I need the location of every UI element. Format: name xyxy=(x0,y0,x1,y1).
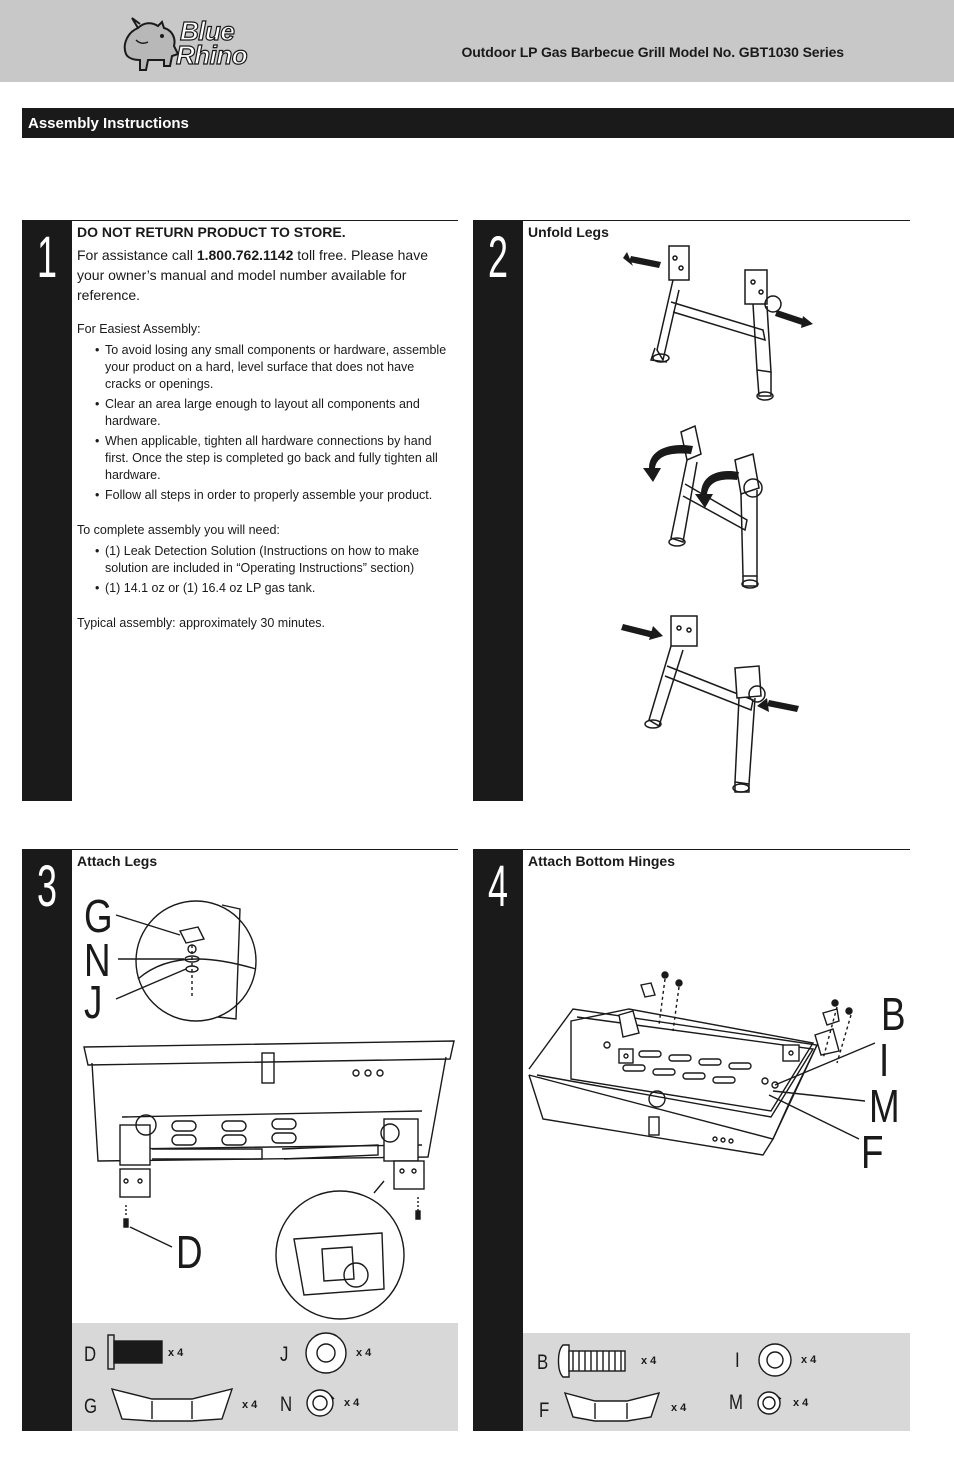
detail-circle xyxy=(275,1190,405,1320)
need-list: (1) Leak Detection Solution (Instruction… xyxy=(77,543,452,597)
hardware-letter: J xyxy=(280,1343,289,1366)
step-title: Attach Legs xyxy=(77,853,158,869)
hardware-qty: x 4 xyxy=(801,1354,817,1366)
arrow-left-icon xyxy=(629,256,661,268)
step-number-block: 2 xyxy=(473,220,523,801)
bolt-b-icon xyxy=(557,1344,626,1378)
wing-nut-f-icon xyxy=(563,1391,661,1422)
step-rule xyxy=(523,849,910,850)
attach-legs-illustration xyxy=(83,900,455,1320)
step-number-block: 1 xyxy=(22,220,72,801)
hardware-icons xyxy=(557,1343,792,1422)
list-item: (1) 14.1 oz or (1) 16.4 oz LP gas tank. xyxy=(95,580,452,597)
step-title: Attach Bottom Hinges xyxy=(528,853,675,869)
list-item: When applicable, tighten all hardware co… xyxy=(95,433,452,484)
callout-letter: M xyxy=(869,1080,900,1132)
step-title: Unfold Legs xyxy=(528,224,609,240)
step-1-content: DO NOT RETURN PRODUCT TO STORE. For assi… xyxy=(77,224,452,632)
wing-nut-g-icon xyxy=(110,1388,234,1422)
assistance-prefix: For assistance call xyxy=(77,247,197,263)
step-4: 4 Attach Bottom Hinges B I M F xyxy=(473,849,910,1431)
callout-letter: G xyxy=(84,890,113,942)
rotate-arrow-icon xyxy=(643,444,693,482)
hardware-icons xyxy=(107,1332,347,1422)
assistance-suffix: toll free. Please have your owner’s manu… xyxy=(77,247,429,303)
section-title: Assembly Instructions xyxy=(28,115,189,132)
highlight-circle xyxy=(380,1123,400,1143)
hardware-qty: x 4 xyxy=(793,1397,809,1409)
step-rule xyxy=(72,220,458,221)
hardware-box: B x 4 I x 4 F x 4 M x 4 xyxy=(523,1333,910,1431)
page-header: Blue Rhino Outdoor LP Gas Barbecue Grill… xyxy=(0,0,954,82)
hardware-letter: I xyxy=(735,1349,740,1372)
hardware-letter: B xyxy=(537,1351,549,1374)
need-heading: To complete assembly you will need: xyxy=(77,523,280,537)
step-rule xyxy=(523,220,910,221)
lock-washer-m-icon xyxy=(757,1391,782,1415)
list-item: To avoid losing any small components or … xyxy=(95,342,452,393)
list-item: Follow all steps in order to properly as… xyxy=(95,487,452,504)
step-number: 3 xyxy=(36,854,57,919)
step-number-block: 4 xyxy=(473,849,523,1431)
logo-text-rhino: Rhino xyxy=(175,40,248,70)
leg-frame-folded-out xyxy=(649,245,774,401)
section-bar: Assembly Instructions xyxy=(22,108,954,138)
highlight-circle xyxy=(748,685,766,703)
callout-letter: I xyxy=(879,1034,890,1086)
hardware-letter: G xyxy=(84,1395,98,1418)
unfold-legs-illustration xyxy=(621,245,813,793)
hardware-letter: D xyxy=(84,1343,97,1366)
hardware-qty: x 4 xyxy=(168,1347,184,1359)
arrow-left-icon xyxy=(767,700,799,712)
step-3: 3 Attach Legs G N J D xyxy=(22,849,458,1431)
logo-text-blue: Blue xyxy=(179,16,235,46)
hardware-letter: F xyxy=(539,1399,550,1422)
rhino-icon xyxy=(123,17,180,71)
bolt-d-icon xyxy=(107,1334,163,1370)
arrow-right-icon xyxy=(775,310,807,326)
step-number: 4 xyxy=(487,854,508,919)
easiest-list: To avoid losing any small components or … xyxy=(77,342,452,504)
callout-letter: N xyxy=(84,934,111,986)
phone-number: 1.800.762.1142 xyxy=(196,247,294,263)
hardware-qty: x 4 xyxy=(242,1399,258,1411)
lock-washer-n-icon xyxy=(306,1389,335,1417)
warning-text: DO NOT RETURN PRODUCT TO STORE. xyxy=(77,224,346,240)
callout-letter: B xyxy=(881,988,906,1040)
attach-hinges-illustration xyxy=(528,971,876,1156)
hardware-qty: x 4 xyxy=(344,1397,360,1409)
callout-letter: F xyxy=(861,1126,884,1178)
hardware-letter: N xyxy=(280,1393,293,1416)
list-item: Clear an area large enough to layout all… xyxy=(95,396,452,430)
hardware-letter: M xyxy=(729,1391,743,1414)
detail-circle xyxy=(135,900,257,1022)
typical-assembly-time: Typical assembly: approximately 30 minut… xyxy=(77,616,326,630)
callout-letter: J xyxy=(84,976,103,1028)
arrow-right-icon xyxy=(621,624,655,638)
list-item: (1) Leak Detection Solution (Instruction… xyxy=(95,543,452,577)
step-rule xyxy=(72,849,458,850)
step-number: 1 xyxy=(36,225,57,290)
highlight-circle xyxy=(135,1114,157,1136)
hardware-qty: x 4 xyxy=(671,1402,687,1414)
step-1: 1 DO NOT RETURN PRODUCT TO STORE. For as… xyxy=(22,220,458,801)
document-title: Outdoor LP Gas Barbecue Grill Model No. … xyxy=(461,44,844,60)
blue-rhino-logo: Blue Rhino xyxy=(118,14,278,78)
step-number: 2 xyxy=(487,225,508,290)
rotate-arrow-icon xyxy=(695,470,739,508)
highlight-circle xyxy=(764,295,782,313)
callout-letter: D xyxy=(176,1226,203,1278)
step-2: 2 Unfold Legs xyxy=(473,220,910,801)
hardware-qty: x 4 xyxy=(356,1347,372,1359)
washer-i-icon xyxy=(758,1343,792,1377)
easiest-heading: For Easiest Assembly: xyxy=(77,322,201,336)
washer-j-icon xyxy=(305,1332,347,1374)
highlight-circle xyxy=(743,478,763,498)
assistance-text: For assistance call 1.800.762.1142 toll … xyxy=(77,245,452,305)
step-number-block: 3 xyxy=(22,849,72,1431)
leg-frame-locked xyxy=(644,615,762,793)
hardware-box: D x 4 J x 4 G x 4 N x 4 xyxy=(72,1323,458,1431)
hardware-qty: x 4 xyxy=(641,1355,657,1367)
